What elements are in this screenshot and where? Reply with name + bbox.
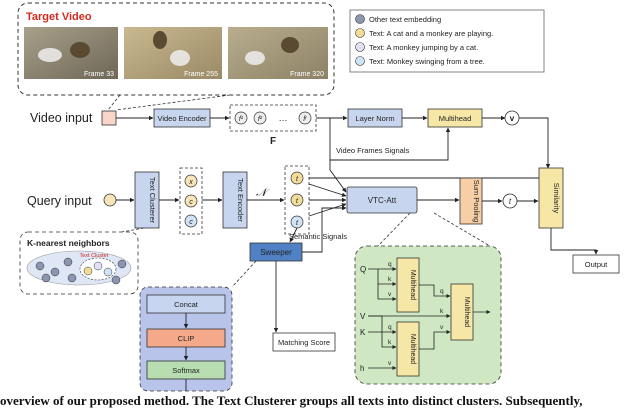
svg-text:Text: A monkey jumping by a ca: Text: A monkey jumping by a cat. (369, 43, 478, 52)
svg-text:Text Encoder: Text Encoder (236, 178, 245, 222)
text-features: t t t (284, 165, 310, 235)
svg-text:v: v (440, 324, 444, 331)
text-clusterer-block: Text Clusterer (134, 171, 160, 229)
svg-text:q: q (440, 288, 444, 295)
concat-block: Concat (146, 294, 226, 314)
query-input-label: Query input (27, 194, 92, 208)
legend-item-text-3: Text: Monkey swinging from a tree. (355, 56, 485, 66)
svg-text:VTC-Att: VTC-Att (368, 196, 397, 205)
svg-text:v: v (388, 291, 392, 298)
svg-text:CLIP: CLIP (178, 334, 195, 343)
frame-embeddings: f¹ f² … fʳ (229, 104, 317, 132)
query-input-node (103, 193, 117, 207)
svg-text:Sum Pooling: Sum Pooling (472, 180, 481, 223)
query-c2: c (189, 219, 193, 226)
text-feature-2: t (296, 198, 299, 205)
att-multihead-3: Multihead (450, 283, 474, 341)
pooled-text-label: t (509, 197, 512, 206)
frame-thumbnail-2: Frame 255 (124, 27, 222, 79)
video-encoder-block: Video Encoder (153, 108, 211, 128)
frames-label: F (270, 136, 276, 147)
svg-text:Other text embedding: Other text embedding (369, 15, 441, 24)
svg-text:Text Clusterer: Text Clusterer (148, 177, 157, 224)
knn-panel: K-nearest neighbors Text Cluster (19, 231, 139, 295)
figure-caption: overview of our proposed method. The Tex… (0, 394, 583, 408)
video-frames-signals-label: Video Frames Signals (336, 146, 409, 155)
text-feature-3: t (296, 220, 299, 227)
svg-text:Matching Score: Matching Score (278, 338, 330, 347)
svg-text:Multihead: Multihead (439, 114, 472, 123)
video-input-label: Video input (30, 111, 93, 125)
svg-text:Text: A cat and a monkey are p: Text: A cat and a monkey are playing. (369, 29, 493, 38)
legend: Other text embedding Text: A cat and a m… (349, 9, 545, 73)
text-cluster-label: Text Cluster (79, 253, 108, 259)
query-c1: c (189, 199, 193, 206)
softmax-block: Softmax (146, 360, 226, 380)
att-h-label: h (360, 364, 364, 373)
svg-text:Layer Norm: Layer Norm (355, 114, 394, 123)
svg-text:q: q (388, 261, 392, 268)
svg-text:Multihead: Multihead (463, 297, 470, 327)
legend-item-other: Other text embedding (355, 14, 441, 24)
svg-text:k: k (388, 276, 392, 283)
text-feature-1: t (296, 176, 299, 183)
sum-pooling-block: Sum Pooling (459, 177, 483, 225)
frame-embedding-2: f² (258, 116, 263, 123)
matching-score-block: Matching Score (272, 332, 336, 352)
att-k-label: K (360, 328, 366, 337)
svg-text:Text: Monkey swinging from a t: Text: Monkey swinging from a tree. (369, 57, 485, 66)
video-vector-label: v (510, 114, 515, 123)
multihead-block-top: Multihead (427, 108, 483, 128)
target-video-panel: Target Video Frame 33 Frame 255 Frame 32… (17, 2, 335, 96)
query-x: x (188, 179, 193, 186)
svg-text:q: q (388, 324, 392, 331)
svg-text:Multihead: Multihead (409, 270, 416, 300)
svg-text:k: k (388, 339, 392, 346)
svg-text:Output: Output (585, 260, 608, 269)
frame-thumbnail-3: Frame 320 (228, 27, 328, 79)
svg-text:v: v (388, 360, 392, 367)
frame-label-2: Frame 255 (184, 71, 218, 78)
svg-text:k: k (440, 308, 444, 315)
cal-n-symbol: 𝒩 (256, 187, 270, 199)
semantic-signals-label: Semantic Signals (289, 232, 347, 241)
svg-text:Softmax: Softmax (172, 366, 200, 375)
legend-item-text-2: Text: A monkey jumping by a cat. (355, 42, 478, 52)
frame-embedding-1: f¹ (239, 116, 244, 123)
text-encoder-block: Text Encoder (222, 171, 248, 229)
att-multihead-2: Multihead (396, 321, 420, 377)
similarity-block: Similarity (538, 167, 564, 229)
frame-thumbnail-1: Frame 33 (24, 27, 118, 79)
frame-label-3: Frame 320 (290, 71, 324, 78)
target-video-title: Target Video (26, 11, 92, 23)
frame-label-1: Frame 33 (84, 71, 114, 78)
svg-text:Concat: Concat (174, 300, 199, 309)
att-v-label: V (360, 312, 366, 321)
sweeper-block: Sweeper (249, 242, 303, 262)
vtc-att-detail-panel: Q V K h Multihead Multihead Multihead q … (354, 245, 502, 385)
att-q-label: Q (360, 265, 366, 274)
output-block: Output (572, 254, 620, 274)
frame-embedding-r: fʳ (303, 116, 307, 123)
legend-item-text-1: Text: A cat and a monkey are playing. (355, 28, 493, 38)
clip-block: CLIP (146, 328, 226, 348)
video-input-node (101, 110, 117, 126)
layer-norm-block: Layer Norm (347, 108, 403, 128)
att-multihead-1: Multihead (396, 257, 420, 313)
svg-text:Video Encoder: Video Encoder (157, 114, 207, 123)
sweeper-detail-panel: Concat CLIP Softmax (139, 286, 233, 392)
svg-text:Sweeper: Sweeper (260, 248, 292, 257)
knn-title: K-nearest neighbors (27, 238, 110, 248)
svg-text:Multihead: Multihead (409, 334, 416, 364)
query-embeddings: x c c (179, 167, 203, 235)
svg-text:Similarity: Similarity (552, 183, 561, 214)
vtc-att-block: VTC-Att (346, 186, 418, 214)
frame-embedding-ellipsis: … (279, 113, 288, 123)
